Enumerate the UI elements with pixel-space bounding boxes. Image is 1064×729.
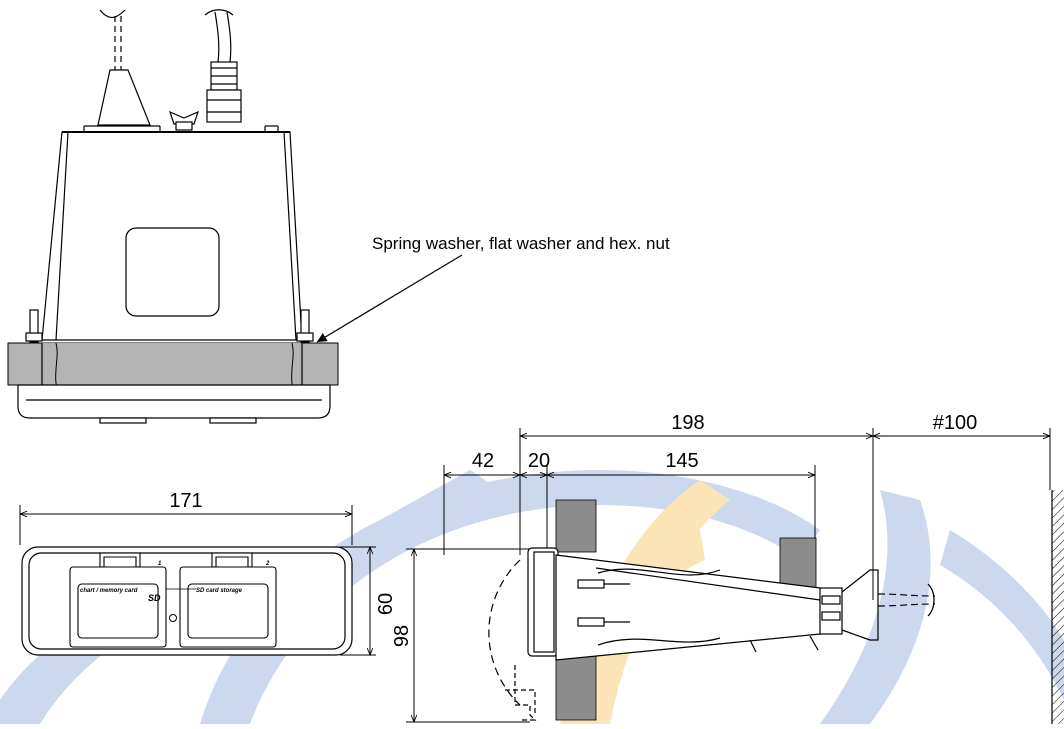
slot2-label: SD card storage: [196, 588, 243, 594]
mounting-bolt-left: [25, 309, 43, 343]
callout-label: Spring washer, flat washer and hex. nut: [372, 234, 670, 253]
mounting-panel-section: [7, 342, 339, 396]
front-view-dimension-171: [20, 505, 352, 545]
dim-side-height: 98: [391, 625, 413, 647]
dim-cable-clearance: #100: [933, 412, 978, 434]
dim-front-height: 60: [375, 593, 397, 615]
side-view-body: [488, 547, 936, 721]
cable-right: [204, 9, 242, 123]
unit-housing-top: [41, 125, 303, 341]
mounting-bolt-right: [296, 309, 314, 343]
wing-nut: [169, 110, 199, 131]
dim-rear-depth: 42: [472, 450, 494, 472]
card-slot-1: [69, 552, 167, 648]
eject-button: [169, 614, 177, 622]
slot1-number: 1: [158, 561, 162, 567]
sd-logo: SD: [148, 593, 161, 603]
side-view-dimension-lines: [406, 428, 1050, 722]
cable-left: [97, 9, 151, 126]
dim-body-length: 145: [665, 450, 698, 472]
slot1-label: chart / memory card: [80, 588, 138, 594]
slot2-number: 2: [265, 561, 270, 567]
dim-front-width: 171: [169, 490, 202, 512]
bezel-bottom: [17, 384, 331, 424]
bulkhead-wall: [1051, 490, 1064, 724]
card-slot-2: [179, 552, 277, 648]
dim-side-overall: 198: [671, 412, 704, 434]
callout-leader-arrow: [316, 254, 463, 343]
dim-flange: 20: [528, 450, 550, 472]
front-view-dimension-60: [340, 547, 376, 655]
